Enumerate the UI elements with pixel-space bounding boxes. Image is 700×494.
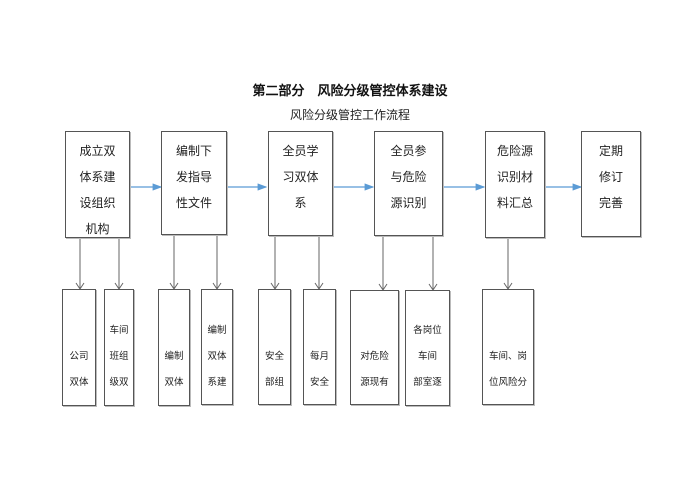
step-text: 全员学 — [282, 144, 319, 158]
detail-text: 双体 — [69, 377, 89, 388]
detail-text: 编制 — [164, 351, 184, 362]
detail-box-1a: 公司 双体 — [62, 289, 96, 406]
page-subtitle: 风险分级管控工作流程 — [289, 108, 410, 122]
detail-text: 部组 — [264, 377, 284, 388]
step-text: 习双体 — [282, 170, 319, 184]
step-text: 机构 — [85, 222, 110, 236]
down-arrow-2a — [169, 235, 179, 290]
step-text: 编制下 — [175, 144, 212, 158]
detail-text: 车间、岗 — [488, 351, 527, 362]
down-arrow-3b — [314, 236, 324, 290]
down-arrow-1b — [114, 238, 124, 290]
page-title: 第二部分 风险分级管控体系建设 — [252, 84, 448, 99]
detail-text: 公司 — [69, 351, 89, 362]
detail-box-3a: 安全 部组 — [258, 289, 291, 405]
step-text: 识别材 — [496, 170, 533, 184]
detail-text: 部室逐 — [413, 377, 442, 388]
detail-text: 双体 — [207, 351, 227, 362]
step-text: 料汇总 — [496, 196, 533, 210]
step-box-1: 成立双 体系建 设组织 机构 — [65, 131, 130, 238]
detail-text: 系建 — [207, 377, 227, 388]
detail-box-5a: 车间、岗 位风险分 — [482, 289, 534, 405]
detail-text: 车间 — [417, 351, 437, 362]
detail-text: 编制 — [207, 325, 227, 336]
detail-text: 级双 — [109, 377, 129, 388]
step-text: 定期 — [598, 144, 623, 158]
detail-text: 安全 — [309, 377, 329, 388]
step-text: 系 — [294, 196, 307, 210]
detail-box-4a: 对危险 源现有 — [350, 290, 399, 405]
detail-box-4b: 各岗位 车间 部室逐 — [405, 290, 450, 406]
step-box-2: 编制下 发指导 性文件 — [161, 131, 227, 235]
down-arrow-3a — [270, 236, 280, 290]
detail-box-1b: 车间 班组 级双 — [104, 289, 134, 406]
step-text: 完善 — [598, 196, 623, 210]
step-box-4: 全员参 与危险 源识别 — [374, 131, 443, 236]
detail-text: 车间 — [109, 325, 129, 336]
step-text: 成立双 — [79, 144, 116, 158]
step-text: 性文件 — [175, 196, 212, 210]
step-text: 源识别 — [390, 196, 427, 210]
step-text: 设组织 — [79, 196, 116, 210]
detail-box-2b: 编制 双体 系建 — [201, 289, 233, 405]
step-text: 修订 — [598, 170, 623, 184]
detail-text: 双体 — [164, 377, 184, 388]
step-text: 体系建 — [79, 170, 116, 184]
down-arrow-1a — [75, 238, 85, 290]
detail-text: 班组 — [109, 351, 129, 362]
detail-text: 各岗位 — [413, 325, 442, 336]
detail-text: 位风险分 — [488, 377, 527, 388]
detail-text: 每月 — [309, 351, 329, 362]
detail-box-2a: 编制 双体 — [158, 289, 190, 406]
step-text: 全员参 — [390, 144, 427, 158]
detail-text: 对危险 — [360, 351, 389, 362]
down-arrow-4b — [428, 236, 438, 291]
detail-text: 安全 — [264, 351, 284, 362]
detail-box-3b: 每月 安全 — [303, 289, 336, 405]
step-box-5: 危险源 识别材 料汇总 — [485, 131, 545, 238]
step-text: 与危险 — [390, 170, 427, 184]
step-text: 危险源 — [496, 144, 533, 158]
step-box-6: 定期 修订 完善 — [581, 131, 641, 237]
down-arrow-5a — [503, 238, 513, 290]
step-box-3: 全员学 习双体 系 — [268, 131, 333, 236]
detail-text: 源现有 — [360, 377, 389, 388]
down-arrow-4a — [378, 236, 388, 291]
down-arrow-2b — [212, 235, 222, 290]
step-text: 发指导 — [175, 170, 212, 184]
